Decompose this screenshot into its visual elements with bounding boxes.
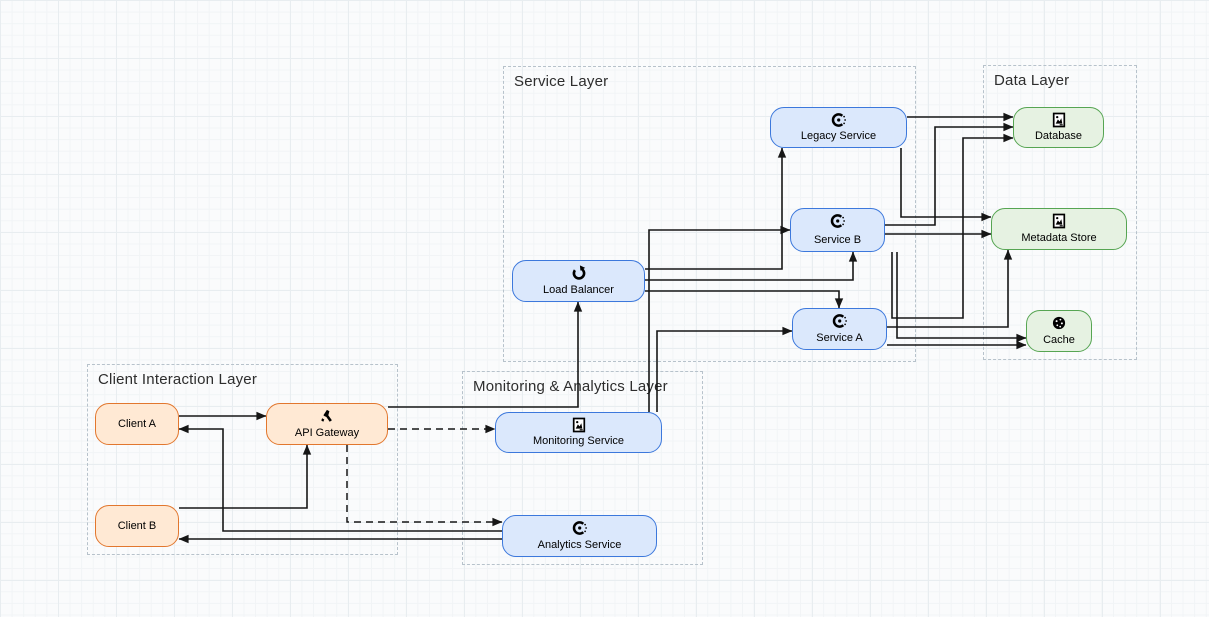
document-chart-icon xyxy=(1051,213,1067,229)
edge-client-b-to-api-gateway[interactable] xyxy=(179,444,312,509)
cache-label: Cache xyxy=(1043,334,1075,346)
edge-monitoring-service-to-service-b[interactable] xyxy=(648,225,791,412)
service-icon xyxy=(831,112,847,128)
edge-service-b-to-database-2[interactable] xyxy=(891,133,1014,319)
container-client-interaction-layer[interactable]: Client Interaction Layer xyxy=(87,364,398,555)
load-balancer-icon xyxy=(571,265,587,281)
service-b-label: Service B xyxy=(813,234,862,246)
node-monitoring-service[interactable]: Monitoring Service xyxy=(495,412,662,453)
document-chart-icon xyxy=(571,417,587,433)
monitoring-analytics-layer-label: Monitoring & Analytics Layer xyxy=(473,378,668,395)
analytics-service-label: Analytics Service xyxy=(537,539,622,551)
client-b-label: Client B xyxy=(117,519,157,532)
edge-api-gateway-to-load-balancer[interactable] xyxy=(388,301,583,408)
document-chart-icon xyxy=(1051,112,1067,128)
edge-load-balancer-to-legacy-service[interactable] xyxy=(645,147,787,270)
legacy-service-label: Legacy Service xyxy=(800,130,877,142)
service-layer-label: Service Layer xyxy=(514,73,609,90)
cache-icon xyxy=(1051,315,1067,331)
edge-load-balancer-to-service-b[interactable] xyxy=(645,251,858,281)
node-service-b[interactable]: Service B xyxy=(790,208,885,252)
api-gateway-label: API Gateway xyxy=(294,427,360,439)
edge-load-balancer-to-service-a[interactable] xyxy=(645,290,844,309)
database-label: Database xyxy=(1034,130,1083,142)
service-icon xyxy=(572,520,588,536)
container-monitoring-analytics-layer[interactable]: Monitoring & Analytics Layer xyxy=(462,371,703,565)
node-api-gateway[interactable]: API Gateway xyxy=(266,403,388,445)
edge-service-b-to-database[interactable] xyxy=(885,122,1014,226)
node-database[interactable]: Database xyxy=(1013,107,1104,148)
monitoring-service-label: Monitoring Service xyxy=(532,435,625,447)
node-client-b[interactable]: Client B xyxy=(95,505,179,547)
load-balancer-label: Load Balancer xyxy=(543,284,614,296)
service-a-label: Service A xyxy=(816,332,863,344)
client-a-label: Client A xyxy=(118,417,156,430)
node-load-balancer[interactable]: Load Balancer xyxy=(512,260,645,302)
service-icon xyxy=(830,213,846,229)
container-service-layer[interactable]: Service Layer xyxy=(503,66,916,362)
node-metadata-store[interactable]: Metadata Store xyxy=(991,208,1127,250)
gateway-icon xyxy=(319,408,335,424)
client-interaction-layer-label: Client Interaction Layer xyxy=(98,371,258,388)
node-cache[interactable]: Cache xyxy=(1026,310,1092,352)
node-service-a[interactable]: Service A xyxy=(792,308,887,350)
service-icon xyxy=(832,313,848,329)
edge-service-a-to-metadata-store[interactable] xyxy=(887,249,1013,328)
data-layer-label: Data Layer xyxy=(994,72,1070,89)
edge-analytics-service-to-client-a[interactable] xyxy=(178,424,502,532)
edge-monitoring-service-to-service-a[interactable] xyxy=(656,326,793,412)
container-data-layer[interactable]: Data Layer xyxy=(983,65,1137,360)
edge-legacy-service-to-metadata-store[interactable] xyxy=(900,148,992,222)
metadata-store-label: Metadata Store xyxy=(1021,232,1097,244)
node-client-a[interactable]: Client A xyxy=(95,403,179,445)
edge-api-gateway-to-analytics-service[interactable] xyxy=(346,445,503,527)
node-legacy-service[interactable]: Legacy Service xyxy=(770,107,907,148)
edge-service-b-to-cache[interactable] xyxy=(896,252,1027,343)
node-analytics-service[interactable]: Analytics Service xyxy=(502,515,657,557)
